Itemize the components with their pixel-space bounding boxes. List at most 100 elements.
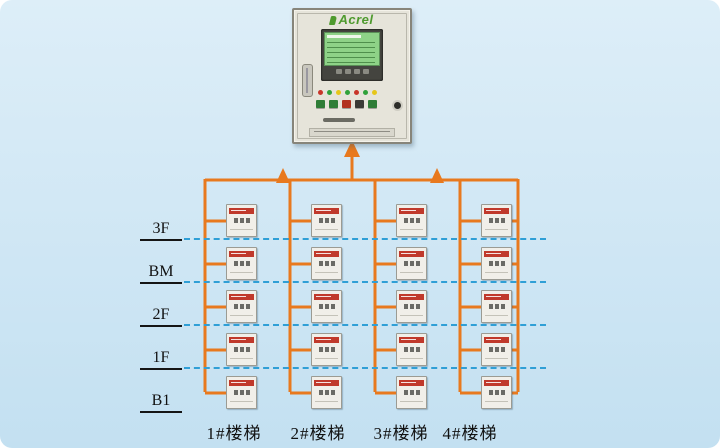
detector-device — [311, 204, 342, 237]
floor-divider-line — [184, 238, 546, 240]
device-seam — [400, 401, 423, 402]
device-seam — [485, 358, 508, 359]
floor-label-b1: B1 — [140, 390, 182, 413]
detector-device — [311, 376, 342, 409]
floor-divider-line — [184, 324, 546, 326]
brand-logo: Acrel — [294, 12, 410, 27]
device-indicator-dots — [312, 304, 341, 309]
device-seam — [485, 401, 508, 402]
device-brand-band — [484, 294, 509, 300]
device-indicator-dots — [227, 390, 256, 395]
bus-up-arrows — [276, 140, 444, 183]
floor-divider-line — [184, 367, 546, 369]
device-indicator-dots — [227, 218, 256, 223]
nameplate — [309, 128, 395, 137]
floor-label-bm: BM — [140, 261, 182, 284]
monitor-cabinet: Acrel — [292, 8, 412, 144]
device-brand-band — [399, 337, 424, 343]
detector-device — [226, 376, 257, 409]
bus-stub-lines — [205, 219, 518, 395]
device-seam — [315, 229, 338, 230]
detector-device — [481, 247, 512, 280]
device-seam — [485, 272, 508, 273]
device-seam — [230, 401, 253, 402]
device-brand-band — [229, 208, 254, 214]
device-indicator-dots — [227, 347, 256, 352]
floor-label-text: 1F — [152, 349, 170, 366]
device-indicator-dots — [397, 304, 426, 309]
floor-label-text: BM — [148, 263, 174, 280]
cabinet-door — [297, 13, 407, 139]
staircase-label-text: 1#楼梯 — [206, 424, 262, 443]
device-seam — [315, 358, 338, 359]
device-brand-band — [229, 251, 254, 257]
staircase-label-text: 4#楼梯 — [442, 424, 498, 443]
device-indicator-dots — [482, 304, 511, 309]
device-indicator-dots — [397, 390, 426, 395]
detector-device — [396, 290, 427, 323]
detector-device — [396, 204, 427, 237]
device-brand-band — [484, 380, 509, 386]
staircase-label-4: 4#楼梯 — [428, 419, 512, 444]
device-seam — [315, 315, 338, 316]
device-brand-band — [314, 294, 339, 300]
device-brand-band — [484, 208, 509, 214]
floor-label-3f: 3F — [140, 218, 182, 241]
device-seam — [230, 272, 253, 273]
screen-content — [324, 32, 380, 66]
device-seam — [230, 315, 253, 316]
detector-device — [311, 333, 342, 366]
device-indicator-dots — [482, 390, 511, 395]
device-seam — [485, 315, 508, 316]
keyhole — [394, 102, 401, 109]
device-brand-band — [314, 337, 339, 343]
floor-label-2f: 2F — [140, 304, 182, 327]
device-indicator-dots — [312, 261, 341, 266]
device-seam — [230, 358, 253, 359]
device-brand-band — [314, 251, 339, 257]
detector-device — [226, 333, 257, 366]
device-indicator-dots — [312, 390, 341, 395]
detector-device — [226, 290, 257, 323]
staircase-label-3: 3#楼梯 — [359, 419, 443, 444]
staircase-label-text: 2#楼梯 — [290, 424, 346, 443]
device-indicator-dots — [397, 218, 426, 223]
device-seam — [485, 229, 508, 230]
detector-device — [311, 247, 342, 280]
status-leds — [318, 90, 377, 95]
device-indicator-dots — [227, 261, 256, 266]
vent-slot — [323, 118, 355, 122]
staircase-label-1: 1#楼梯 — [192, 419, 276, 444]
device-brand-band — [484, 337, 509, 343]
device-indicator-dots — [227, 304, 256, 309]
device-seam — [400, 315, 423, 316]
detector-device — [396, 333, 427, 366]
device-indicator-dots — [482, 218, 511, 223]
staircase-label-text: 3#楼梯 — [373, 424, 429, 443]
screen-keys — [324, 69, 380, 74]
device-indicator-dots — [397, 347, 426, 352]
bus-main-lines — [203, 154, 520, 392]
device-indicator-dots — [482, 261, 511, 266]
floor-label-1f: 1F — [140, 347, 182, 370]
device-indicator-dots — [397, 261, 426, 266]
detector-device — [311, 290, 342, 323]
device-indicator-dots — [312, 218, 341, 223]
device-indicator-dots — [482, 347, 511, 352]
device-brand-band — [399, 380, 424, 386]
device-brand-band — [229, 380, 254, 386]
device-brand-band — [484, 251, 509, 257]
device-indicator-dots — [312, 347, 341, 352]
detector-device — [481, 204, 512, 237]
floor-label-text: 2F — [152, 306, 170, 323]
detector-device — [396, 247, 427, 280]
device-brand-band — [314, 380, 339, 386]
detector-device — [481, 376, 512, 409]
device-seam — [400, 272, 423, 273]
floor-label-text: B1 — [151, 392, 171, 409]
brand-text: Acrel — [338, 12, 374, 27]
device-brand-band — [229, 337, 254, 343]
level-indicator — [302, 64, 313, 97]
